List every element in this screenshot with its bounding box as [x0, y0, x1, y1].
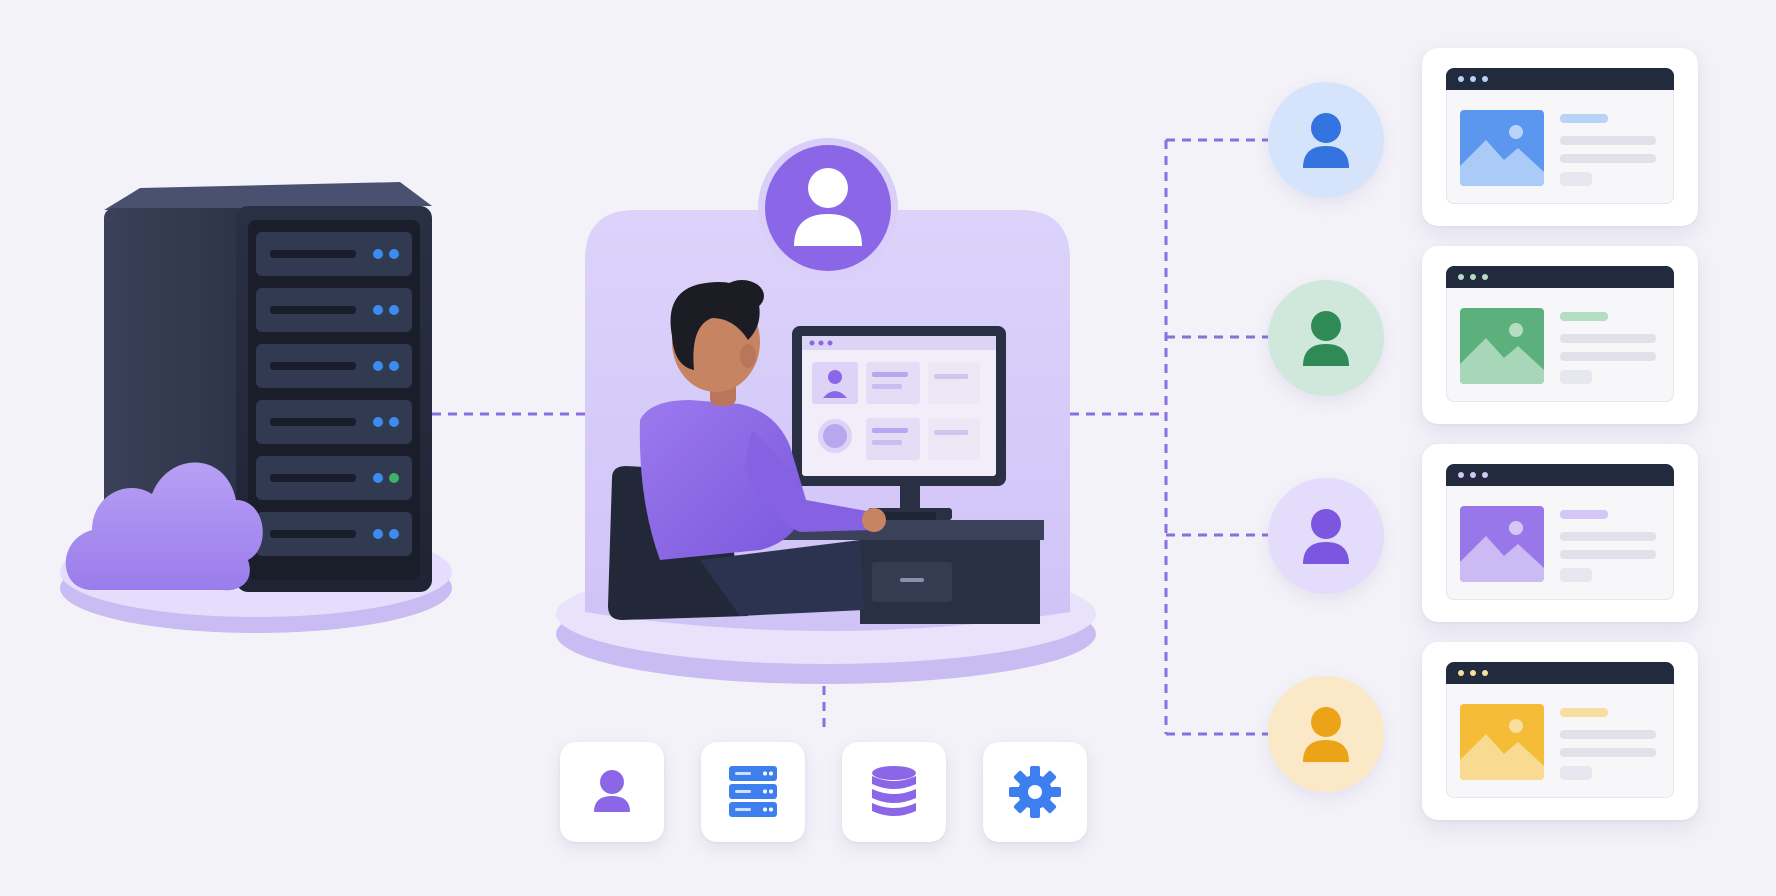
text-line	[1560, 334, 1656, 343]
image-placeholder-icon	[1460, 704, 1544, 780]
server-unit	[256, 232, 412, 276]
user-icon	[594, 770, 630, 812]
image-placeholder-icon	[1460, 506, 1544, 582]
heading-line	[1560, 312, 1608, 321]
window-title-bar	[1446, 68, 1674, 90]
heading-line	[1560, 114, 1608, 123]
cloud-icon	[65, 462, 263, 591]
server-unit	[256, 288, 412, 332]
server-stack-icon	[729, 766, 777, 817]
client-window-card[interactable]	[1422, 444, 1698, 622]
tool-tile-servers[interactable]	[701, 742, 805, 842]
text-line	[1560, 550, 1656, 559]
tool-tile-settings[interactable]	[983, 742, 1087, 842]
text-line	[1560, 154, 1656, 163]
user-icon	[1303, 509, 1349, 564]
central-user-badge	[758, 138, 898, 278]
heading-line	[1560, 708, 1608, 717]
image-placeholder-icon	[1460, 110, 1544, 186]
server-unit	[256, 400, 412, 444]
browser-window-icon	[1446, 68, 1674, 204]
user-icon	[1303, 113, 1349, 168]
button-placeholder	[1560, 568, 1592, 582]
tool-tile-user[interactable]	[560, 742, 664, 842]
browser-window-icon	[1446, 266, 1674, 402]
button-placeholder	[1560, 172, 1592, 186]
computer-monitor	[792, 326, 1006, 520]
server-unit	[256, 456, 412, 500]
client-window-card[interactable]	[1422, 246, 1698, 424]
text-line	[1560, 136, 1656, 145]
client-window-card[interactable]	[1422, 48, 1698, 226]
client-avatar[interactable]	[1268, 82, 1384, 198]
button-placeholder	[1560, 370, 1592, 384]
connector-lines	[432, 138, 1268, 736]
text-line	[1560, 730, 1656, 739]
person-at-computer-icon	[608, 280, 886, 620]
user-icon	[1303, 707, 1349, 762]
window-title-bar	[1446, 266, 1674, 288]
button-placeholder	[1560, 766, 1592, 780]
client-avatar[interactable]	[1268, 676, 1384, 792]
database-icon	[872, 766, 916, 816]
server-unit	[256, 344, 412, 388]
text-line	[1560, 748, 1656, 757]
gear-icon	[1009, 766, 1061, 818]
user-icon	[1303, 311, 1349, 366]
browser-window-icon	[1446, 464, 1674, 600]
browser-window-icon	[1446, 662, 1674, 798]
window-title-bar	[1446, 662, 1674, 684]
text-line	[1560, 532, 1656, 541]
client-window-card[interactable]	[1422, 642, 1698, 820]
image-placeholder-icon	[1460, 308, 1544, 384]
client-avatar[interactable]	[1268, 280, 1384, 396]
server-unit	[256, 512, 412, 556]
window-title-bar	[1446, 464, 1674, 486]
client-avatar[interactable]	[1268, 478, 1384, 594]
text-line	[1560, 352, 1656, 361]
tool-tile-database[interactable]	[842, 742, 946, 842]
heading-line	[1560, 510, 1608, 519]
